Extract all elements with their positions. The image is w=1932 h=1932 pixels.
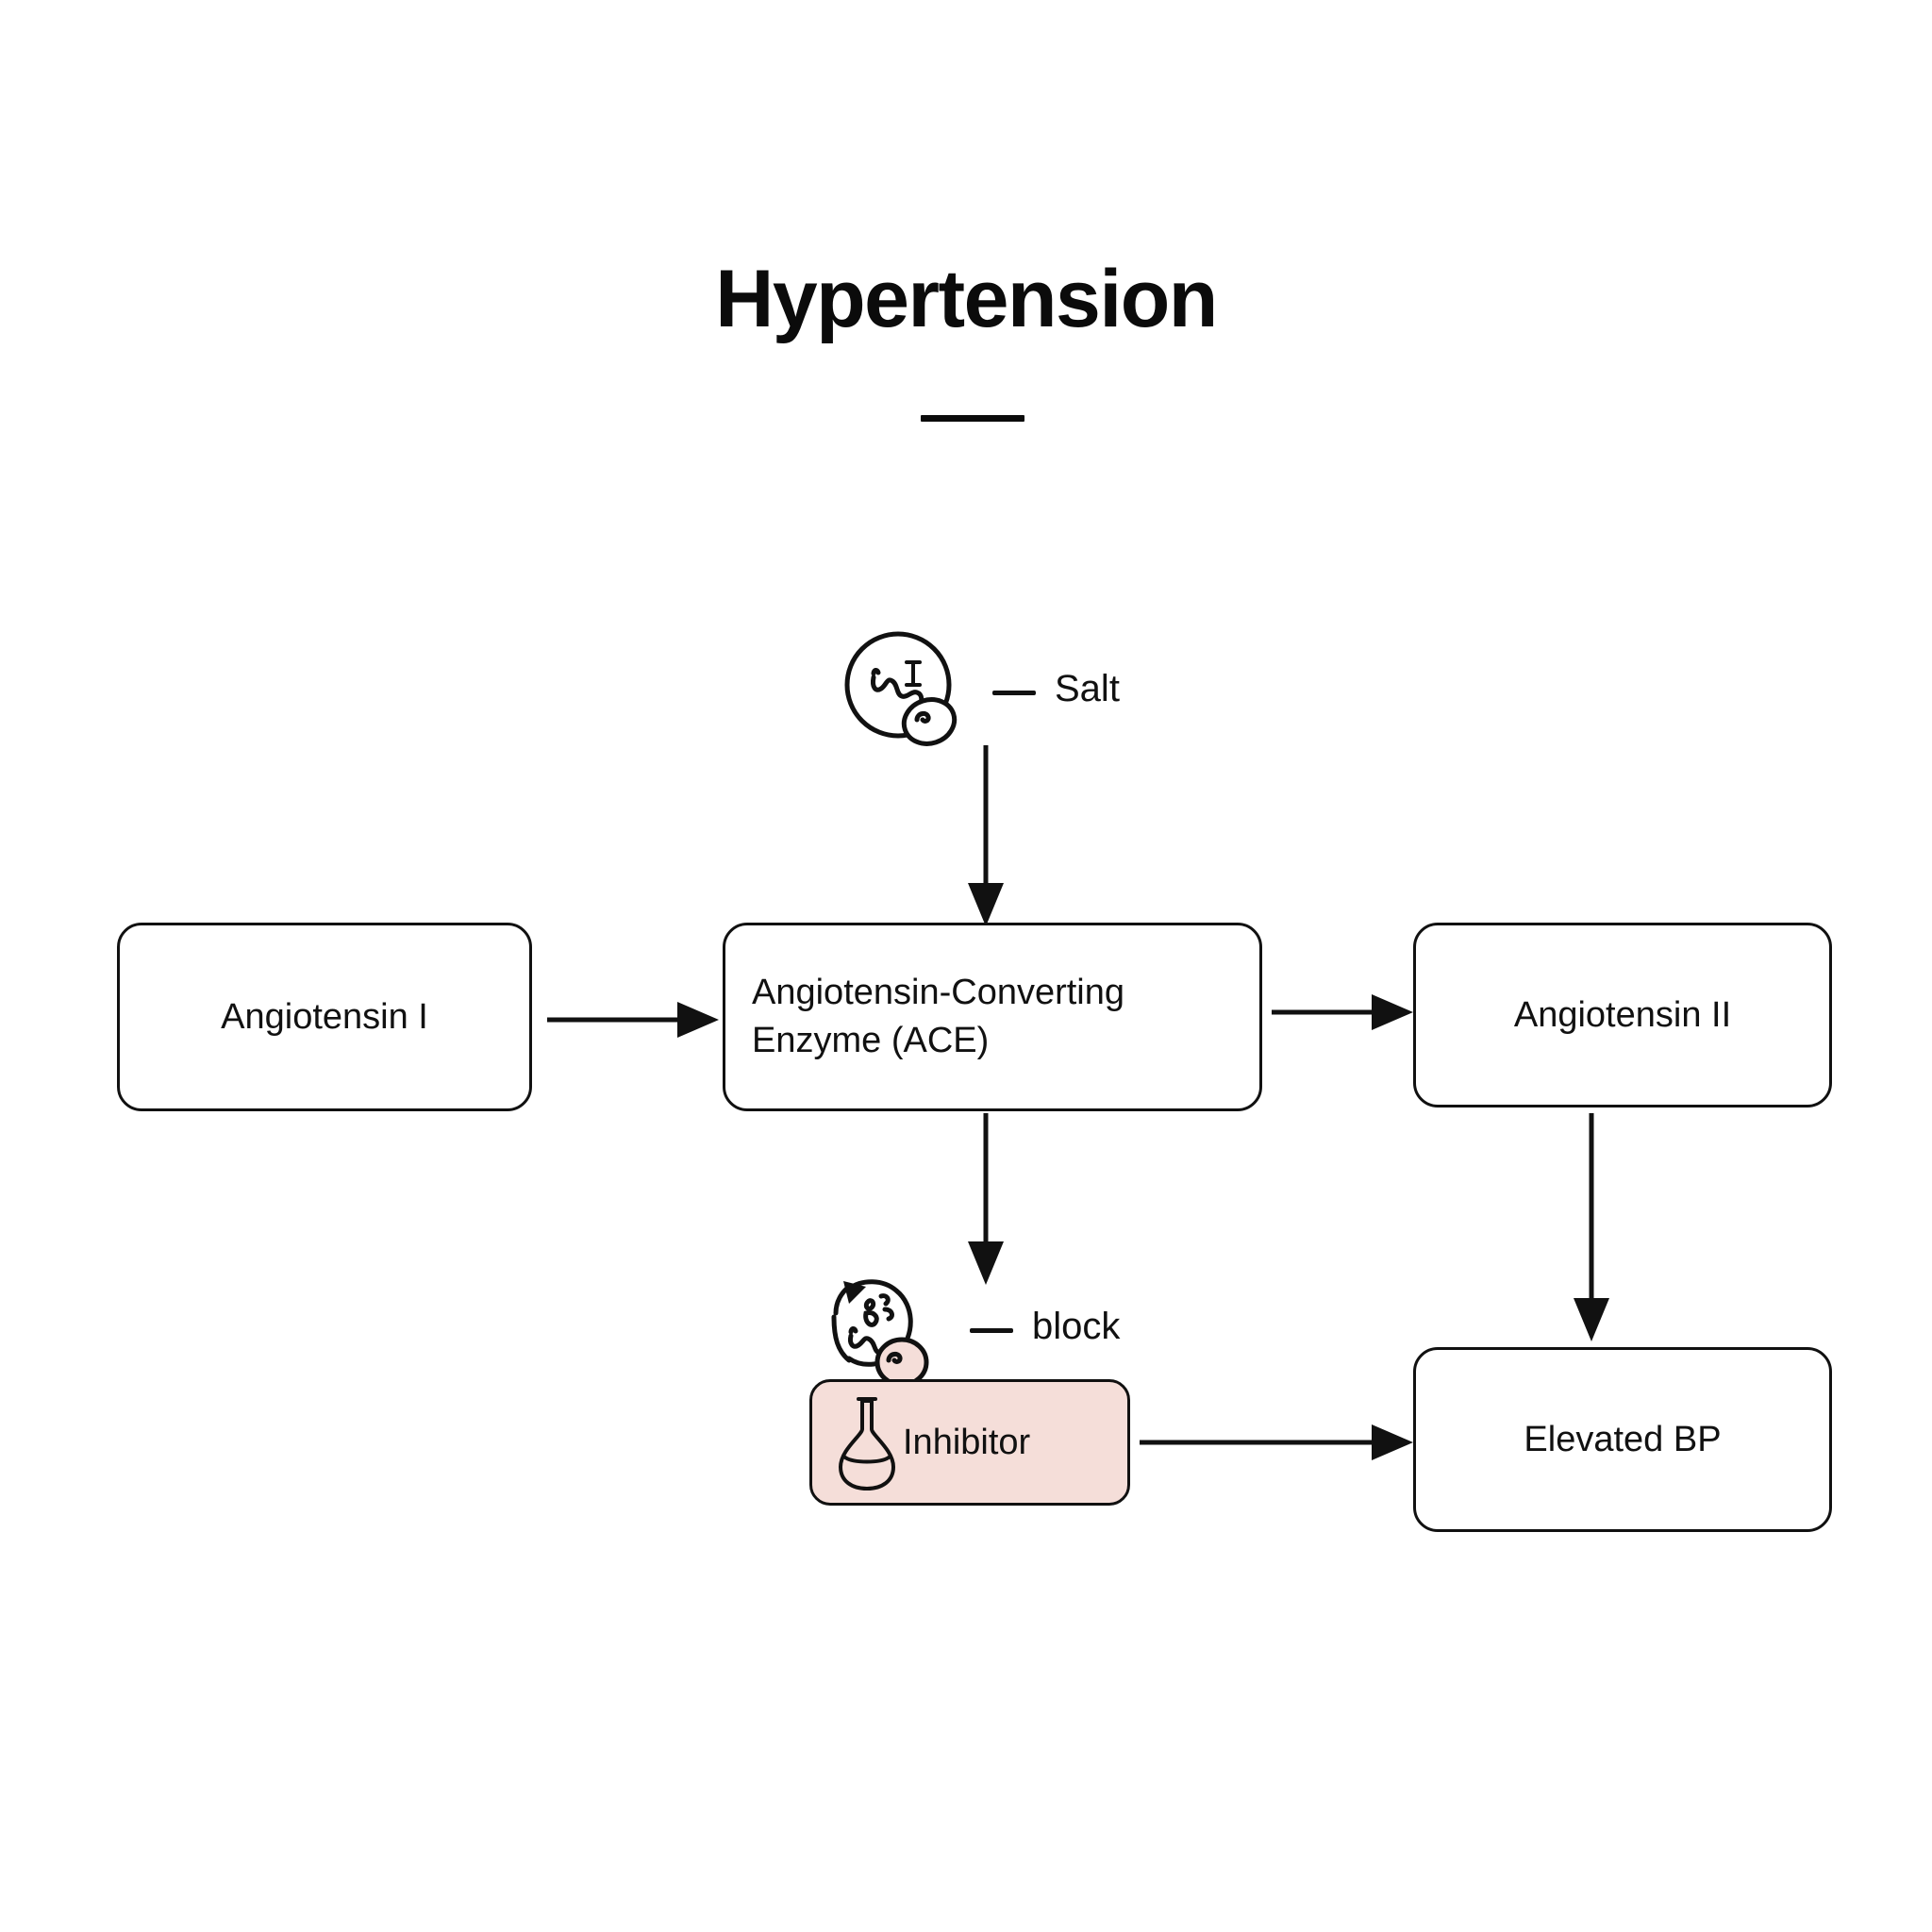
annotation-salt-label: Salt — [1055, 668, 1120, 709]
node-angiotensin-i[interactable]: Angiotensin I — [117, 923, 532, 1111]
page-title: Hypertension — [715, 254, 1218, 344]
block-molecule-icon — [831, 1279, 929, 1388]
block-connector-dash — [970, 1328, 1013, 1333]
edge-angiotensin-i-to-ace — [547, 1002, 719, 1038]
edge-ace-to-angiotensin-ii — [1272, 994, 1413, 1030]
edge-angiotensin-ii-to-elevated-bp — [1574, 1113, 1609, 1341]
title-divider — [921, 415, 1024, 422]
annotation-salt: Salt — [840, 626, 1236, 768]
node-elevated-bp[interactable]: Elevated BP — [1413, 1347, 1832, 1532]
node-ace-label-line1: Angiotensin-Converting — [752, 973, 1125, 1013]
node-ace-label: Angiotensin-Converting Enzyme (ACE) — [752, 969, 1124, 1065]
salt-molecule-icon — [844, 631, 958, 746]
node-angiotensin-ii[interactable]: Angiotensin II — [1413, 923, 1832, 1108]
node-angiotensin-i-label: Angiotensin I — [221, 996, 428, 1037]
annotation-block: block — [811, 1264, 1208, 1424]
edge-ace-to-inhibitor — [968, 1113, 1004, 1285]
node-elevated-bp-label: Elevated BP — [1524, 1419, 1722, 1459]
node-angiotensin-ii-label: Angiotensin II — [1513, 994, 1732, 1035]
edge-inhibitor-to-elevated-bp — [1140, 1424, 1413, 1460]
node-ace-label-line2: Enzyme (ACE) — [752, 1021, 990, 1060]
node-inhibitor[interactable]: Inhibitor — [809, 1379, 1130, 1506]
node-inhibitor-label: Inhibitor — [903, 1422, 1031, 1462]
edge-salt-to-ace — [968, 745, 1004, 926]
annotation-block-label: block — [1032, 1306, 1121, 1347]
node-ace[interactable]: Angiotensin-Converting Enzyme (ACE) — [723, 923, 1262, 1111]
flask-icon — [839, 1397, 895, 1491]
salt-connector-dash — [992, 691, 1036, 695]
